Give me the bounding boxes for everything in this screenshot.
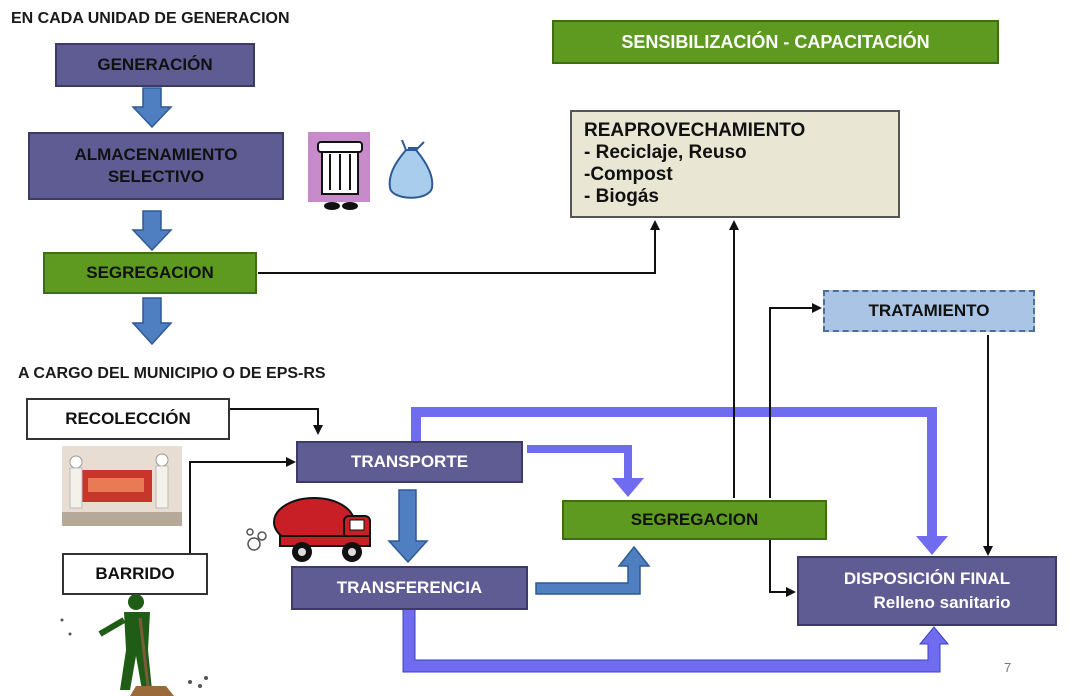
- down-block-arrow: [387, 489, 429, 564]
- reaprovechamiento-item: -Compost: [584, 164, 673, 185]
- connector: [189, 457, 296, 553]
- reaprovechamiento-box: REAPROVECHAMIENTO - Reciclaje, Reuso -Co…: [570, 110, 900, 218]
- unit-heading: EN CADA UNIDAD DE GENERACION: [11, 10, 290, 27]
- flow-line: [411, 407, 948, 555]
- transferencia-box: TRANSFERENCIA: [291, 566, 528, 610]
- sensibilizacion-box: SENSIBILIZACIÓN - CAPACITACIÓN: [552, 20, 999, 64]
- connector: [769, 303, 822, 498]
- flow-line: [527, 445, 644, 497]
- generacion-box: GENERACIÓN: [55, 43, 255, 87]
- municipal-heading: A CARGO DEL MUNICIPIO O DE EPS-RS: [18, 365, 326, 382]
- disposicion-final-box: DISPOSICIÓN FINAL Relleno sanitario: [797, 556, 1057, 626]
- connector: [769, 540, 796, 597]
- disposicion-subtitle: Relleno sanitario: [873, 593, 1011, 612]
- connector: [258, 220, 660, 274]
- segregacion-top-box: SEGREGACION: [43, 252, 257, 294]
- reaprovechamiento-item: - Biogás: [584, 186, 659, 207]
- down-block-arrow: [131, 297, 173, 346]
- almacenamiento-line-1: ALMACENAMIENTO: [74, 145, 238, 164]
- connector: [230, 408, 323, 435]
- transporte-box: TRANSPORTE: [296, 441, 523, 483]
- almacenamiento-line-2: SELECTIVO: [107, 167, 205, 186]
- reaprovechamiento-title: REAPROVECHAMIENTO: [584, 120, 806, 141]
- trash-can-icon: [308, 132, 370, 210]
- segregacion-mid-box: SEGREGACION: [562, 500, 827, 540]
- barrido-box: BARRIDO: [62, 553, 208, 595]
- page-number: 7: [1004, 660, 1012, 675]
- bag-icon: [388, 139, 434, 199]
- sweeper-icon: [60, 594, 208, 696]
- reaprovechamiento-item: - Reciclaje, Reuso: [584, 142, 747, 163]
- disposicion-title: DISPOSICIÓN FINAL: [843, 569, 1011, 588]
- collection-photo: [62, 446, 182, 526]
- truck-icon: [246, 497, 371, 562]
- elbow-block-arrow: [535, 545, 651, 595]
- down-block-arrow: [131, 87, 173, 129]
- tratamiento-box: TRATAMIENTO: [823, 290, 1035, 332]
- elbow-block-arrow: [402, 605, 950, 673]
- recoleccion-box: RECOLECCIÓN: [26, 398, 230, 440]
- down-block-arrow: [131, 210, 173, 252]
- almacenamiento-box: ALMACENAMIENTO SELECTIVO: [28, 132, 284, 200]
